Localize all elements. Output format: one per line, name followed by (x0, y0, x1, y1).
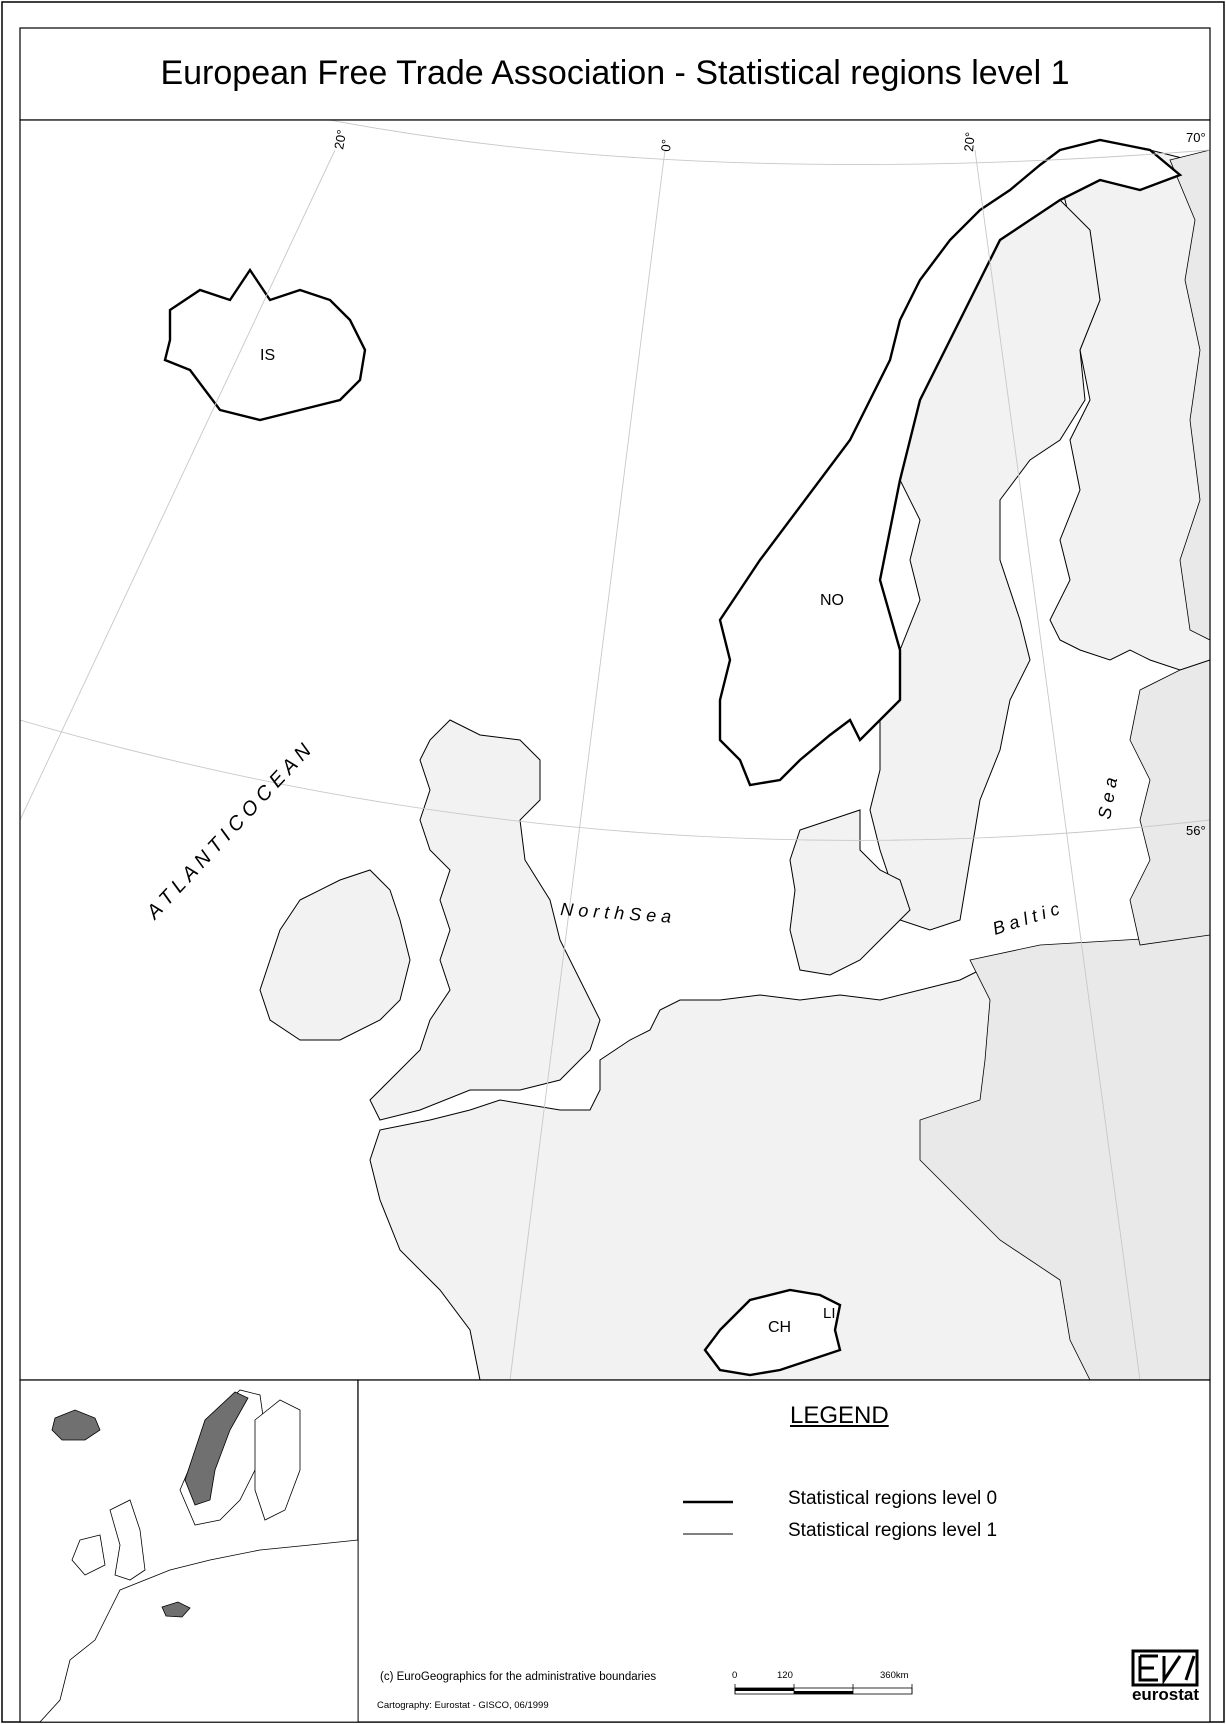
lon-label-w20: 20° (331, 129, 349, 151)
legend-label-level1: Statistical regions level 1 (788, 1520, 998, 1541)
iceland-region (163, 267, 367, 422)
norway-region (718, 138, 1183, 787)
eurostat-wordmark: eurostat (1131, 1685, 1200, 1704)
legend-row-level0: Statistical regions level 0 (680, 1488, 997, 1510)
scale-label-0: 0 (732, 1670, 738, 1681)
denmark (789, 809, 911, 976)
ireland (259, 869, 411, 1041)
scale-bar (734, 1684, 913, 1695)
legend-title: LEGEND (790, 1402, 889, 1429)
legend-frame (357, 1379, 1211, 1723)
scale-label-120: 120 (777, 1670, 793, 1681)
eurostat-logo: eurostat (1128, 1649, 1203, 1705)
overview-norway (184, 1391, 249, 1506)
label-liechtenstein: LI (823, 1305, 836, 1322)
eastern-europe (919, 934, 1210, 1380)
credits-cartography: Cartography: Eurostat - GISCO, 06/1999 (377, 1700, 549, 1711)
label-switzerland: CH (768, 1319, 791, 1336)
credits-boundaries: (c) EuroGeographics for the administrati… (380, 1671, 657, 1683)
overview-iceland (51, 1409, 101, 1441)
overview-continent (39, 1539, 358, 1722)
legend-row-level1: Statistical regions level 1 (680, 1520, 997, 1542)
overview-switzerland (161, 1601, 191, 1618)
lon-label-0: 0° (658, 139, 674, 153)
label-norway: NO (820, 592, 844, 609)
overview-britain (109, 1499, 146, 1581)
graticule (20, 120, 1210, 1380)
russia-east (1169, 149, 1210, 641)
overview-map (39, 1389, 358, 1722)
title-frame (19, 27, 1211, 121)
map-title: European Free Trade Association - Statis… (160, 54, 1070, 92)
main-map (19, 119, 1211, 1381)
legend-label-level0: Statistical regions level 0 (788, 1488, 998, 1509)
great-britain (369, 719, 601, 1121)
overview-ireland (71, 1534, 106, 1576)
scale-label-360: 360km (880, 1670, 909, 1681)
switzerland-region (703, 1288, 842, 1377)
lat-label-70: 70° (1186, 130, 1206, 145)
lat-label-56: 56° (1186, 823, 1206, 838)
overview-finland (254, 1399, 301, 1521)
eurostat-logo-mark (1131, 1649, 1199, 1687)
lon-label-e20: 20° (961, 131, 978, 152)
label-iceland: IS (260, 347, 275, 364)
